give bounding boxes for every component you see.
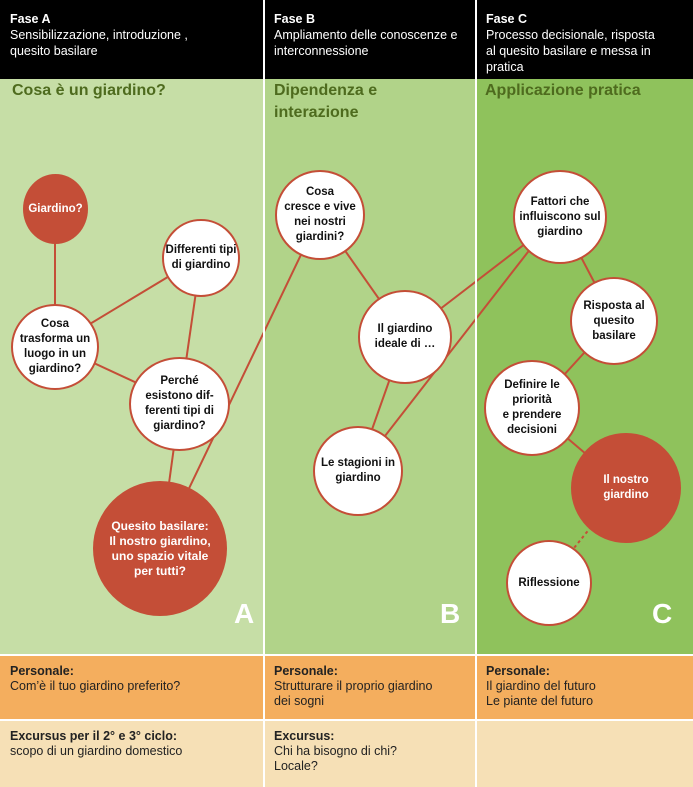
phase-b-header: Fase B Ampliamento delle conoscenze e in… — [264, 0, 476, 79]
personale-c-label: Personale: — [486, 664, 550, 678]
personale-c: Personale: Il giardino del futuro Le pia… — [476, 656, 693, 719]
phase-a-subtitle: Cosa è un giardino? — [12, 82, 166, 99]
personale-c-text: Il giardino del futuro Le piante del fut… — [486, 679, 596, 708]
phase-b-title: Fase B — [274, 12, 315, 26]
excursus-b-text: Chi ha bisogno di chi? Locale? — [274, 744, 397, 773]
node-giardino-ideale: Il giardino ideale di … — [358, 290, 452, 384]
phase-b-letter: B — [440, 598, 461, 629]
node-nostro-giardino: Il nostro giardino — [571, 433, 681, 543]
divider-personale-excursus — [0, 719, 693, 721]
node-cosa-cresce: Cosa cresce e vive nei nostri giardini? — [275, 170, 365, 260]
phase-c-description: Processo decisionale, risposta al quesit… — [486, 28, 655, 74]
excursus-a-text: scopo di un giardino domestico — [10, 744, 183, 758]
node-quesito-basilare: Quesito basilare: Il nostro giardino, un… — [93, 481, 227, 616]
phase-c-header: Fase C Processo decisionale, risposta al… — [476, 0, 693, 79]
personale-b: Personale: Strutturare il proprio giardi… — [264, 656, 476, 719]
node-stagioni: Le stagioni in giardino — [313, 426, 403, 516]
phase-a-description: Sensibilizzazione, introduzione , quesit… — [10, 28, 188, 58]
node-fattori: Fattori che influiscono sul giardino — [513, 170, 607, 264]
excursus-b-label: Excursus: — [274, 729, 335, 743]
node-giardino: Giardino? — [23, 174, 88, 244]
personale-b-text: Strutturare il proprio giardino dei sogn… — [274, 679, 433, 708]
phase-a-title: Fase A — [10, 12, 51, 26]
personale-a: Personale: Com’è il tuo giardino preferi… — [0, 656, 264, 719]
node-differenti-tipi: Differenti tipi di giardino — [162, 219, 240, 297]
node-riflessione: Riflessione — [506, 540, 592, 626]
excursus-b: Excursus: Chi ha bisogno di chi? Locale? — [264, 721, 476, 787]
phase-a-letter: A — [234, 598, 255, 629]
node-risposta: Risposta al quesito basilare — [570, 277, 658, 365]
phase-c-letter: C — [652, 598, 673, 629]
phase-a-header: Fase A Sensibilizzazione, introduzione ,… — [0, 0, 264, 79]
excursus-c — [476, 721, 693, 787]
personale-a-label: Personale: — [10, 664, 74, 678]
excursus-a-label: Excursus per il 2° e 3° ciclo: — [10, 729, 178, 743]
phase-c-title: Fase C — [486, 12, 527, 26]
node-cosa-trasforma: Cosa trasforma un luogo in un giardino? — [11, 304, 99, 390]
node-priorita: Definire le priorità e prendere decision… — [484, 360, 580, 456]
personale-b-label: Personale: — [274, 664, 338, 678]
divider-b-c — [475, 0, 477, 787]
phase-b-description: Ampliamento delle conoscenze e interconn… — [274, 28, 458, 58]
divider-diagram-personale — [0, 654, 693, 656]
phase-c-subtitle: Applicazione pratica — [485, 82, 641, 99]
excursus-a: Excursus per il 2° e 3° ciclo: scopo di … — [0, 721, 264, 787]
phase-b-subtitle: Dipendenza e interazione — [274, 82, 378, 121]
node-perche-esistono: Perché esistono dif- ferenti tipi di gia… — [129, 357, 230, 451]
divider-a-b — [263, 0, 265, 787]
personale-a-text: Com’è il tuo giardino preferito? — [10, 679, 181, 693]
